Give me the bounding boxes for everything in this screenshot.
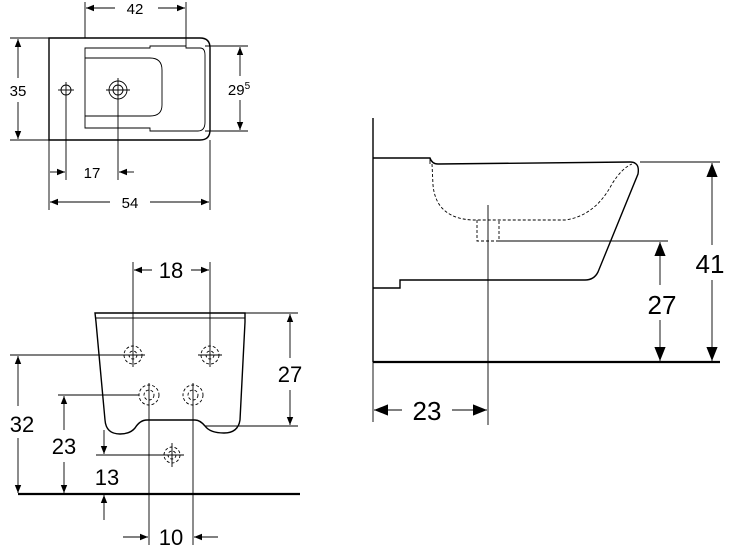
dim-23-front-label: 23	[52, 434, 76, 459]
dim-18-label: 18	[159, 258, 183, 283]
dim-10-label: 10	[159, 525, 183, 550]
dim-27-side-label: 27	[648, 290, 677, 320]
dim-23-side-label: 23	[413, 396, 442, 426]
dim-35-label: 35	[10, 83, 27, 100]
top-view-bowl	[84, 45, 206, 132]
dim-27-front-label: 27	[278, 362, 302, 387]
top-view: 42 35 295 17 54	[10, 1, 251, 212]
side-inner-bowl	[431, 163, 633, 221]
dim-41-label: 41	[696, 249, 725, 279]
side-view: 41 27 23	[372, 118, 725, 426]
top-drain-hole	[106, 78, 130, 102]
dim-17-label: 17	[84, 165, 101, 182]
dim-32-label: 32	[10, 412, 34, 437]
dim-54-label: 54	[122, 195, 139, 212]
top-view-outline	[48, 37, 211, 141]
dim-13-label: 13	[95, 465, 119, 490]
dim-42-label: 42	[127, 1, 144, 18]
top-view-inner-bowl	[85, 57, 163, 117]
dim-29-label: 295	[228, 81, 251, 99]
front-view-outline	[94, 312, 246, 435]
side-view-outline	[373, 157, 640, 289]
front-view: 18 27 32 23 13 10	[10, 258, 302, 550]
front-bottom-hole	[160, 443, 184, 467]
top-tap-hole	[58, 82, 74, 98]
